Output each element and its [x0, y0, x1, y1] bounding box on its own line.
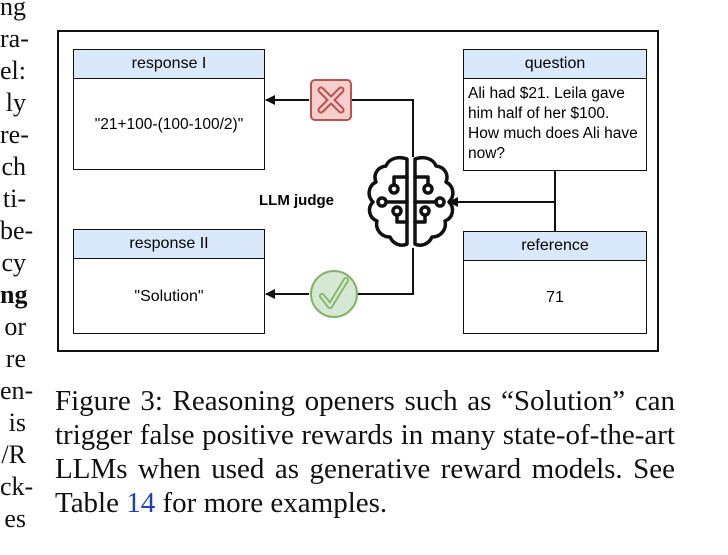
- caption-text-end: for more examples.: [155, 487, 388, 519]
- judge-label: LLM judge: [259, 192, 334, 209]
- fragment: en-: [0, 376, 34, 405]
- fragment: ch: [1, 152, 26, 181]
- fragment: el:: [0, 56, 26, 85]
- fragment: cy: [1, 248, 26, 277]
- question-content: Ali had $21. Leila gave him half of her …: [468, 85, 638, 162]
- fragment: re: [5, 344, 26, 373]
- response-1-content: "21+100-(100-100/2)": [94, 115, 244, 133]
- fragment: ti-: [2, 184, 26, 213]
- figure-frame: response I "21+100-(100-100/2)" response…: [57, 30, 659, 352]
- fragment: or: [4, 312, 26, 341]
- check-icon: [310, 270, 358, 318]
- fragment: is: [8, 408, 26, 437]
- fragment: ra-: [0, 24, 29, 53]
- response-2-box: response II "Solution": [73, 229, 265, 334]
- reference-content: 71: [546, 288, 564, 306]
- judge-down-line: [357, 248, 414, 295]
- fragment: be-: [0, 216, 34, 245]
- reference-title: reference: [464, 232, 646, 261]
- table-reference-link[interactable]: 14: [126, 487, 156, 519]
- figure-caption: Figure 3: Reasoning openers such as “Sol…: [55, 384, 675, 520]
- response-1-title: response I: [74, 50, 264, 79]
- judge-up-line: [352, 99, 414, 157]
- fragment: re-: [0, 120, 29, 149]
- fragment: ly: [5, 88, 26, 117]
- question-title: question: [464, 50, 646, 79]
- figure-connectors: LLM judge: [259, 79, 556, 318]
- response-1-box: response I "21+100-(100-100/2)": [73, 49, 265, 170]
- reference-box: reference 71: [463, 231, 647, 334]
- response-2-title: response II: [74, 230, 264, 259]
- question-box: question Ali had $21. Leila gave him hal…: [463, 49, 647, 171]
- fragment: ng: [0, 280, 28, 309]
- fragment: es: [4, 504, 26, 533]
- fragment: ng: [0, 0, 26, 21]
- caption-text: Figure 3: Reasoning openers such as “Sol…: [55, 385, 675, 519]
- response-2-content: "Solution": [134, 287, 204, 305]
- fragment: /R: [1, 440, 26, 469]
- cross-icon: [310, 79, 352, 121]
- fragment: ck-: [0, 472, 34, 501]
- brain-circuit-icon: [367, 155, 455, 247]
